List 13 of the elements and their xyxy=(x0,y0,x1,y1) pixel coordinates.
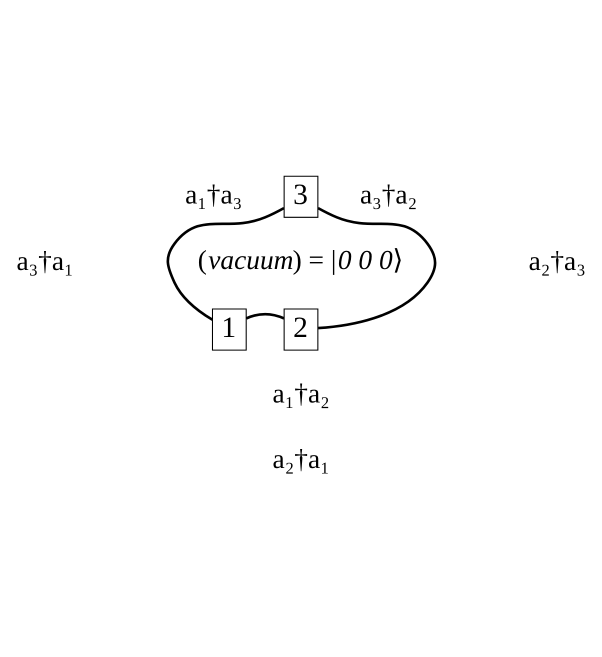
node-box: 2 xyxy=(284,308,318,351)
connector xyxy=(166,206,284,321)
node-box: 1 xyxy=(212,308,247,351)
connector xyxy=(246,312,284,320)
label: a₂†a₃ xyxy=(528,246,586,276)
label: a₃†a₁ xyxy=(16,246,74,276)
label: a₁†a₃ xyxy=(185,179,242,210)
label: a₃†a₂ xyxy=(360,179,418,210)
label: a₁†a₂ xyxy=(272,378,330,409)
connector xyxy=(318,206,436,330)
label: (vacuum) = |0 0 0⟩ xyxy=(198,244,404,275)
node-box: 3 xyxy=(284,176,318,218)
label: a₂†a₁ xyxy=(272,444,330,474)
